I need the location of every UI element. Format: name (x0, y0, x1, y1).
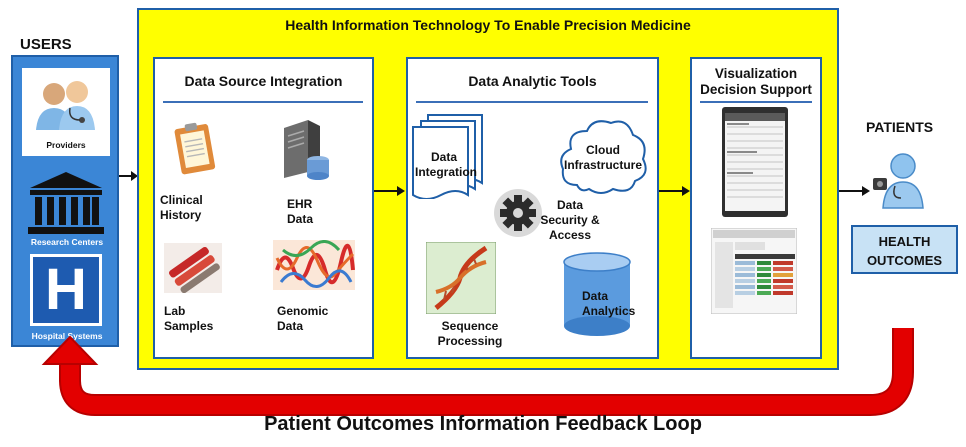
data-source-divider (163, 101, 363, 103)
desktop-dashboard-icon (711, 228, 797, 314)
arrow-users-to-main (119, 171, 138, 181)
visualization-line1: Visualization (714, 66, 798, 81)
data-source-section (153, 57, 374, 359)
clinical-history-label: Clinical History (160, 193, 203, 223)
data-integration-label: Data Integration (415, 150, 477, 180)
clipboard-icon (174, 122, 216, 175)
users-title: USERS (20, 36, 72, 53)
lab-tubes-icon (164, 243, 222, 293)
tablet-dashboard-icon (722, 107, 788, 217)
visualization-line2: Decision Support (700, 82, 812, 97)
data-source-title: Data Source Integration (184, 73, 343, 89)
genomic-line2: Data (277, 319, 304, 333)
clinical-line2: History (160, 208, 202, 222)
data-security-label: Data Security & Access (538, 198, 602, 243)
sequence-line1: Sequence (441, 319, 499, 333)
health-outcomes-box: HEALTH OUTCOMES (851, 225, 958, 274)
arrow-main-to-patients (839, 186, 870, 196)
cloud-line2: Infrastructure (563, 158, 643, 172)
gear-icon (494, 189, 542, 237)
lab-line1: Lab (164, 304, 186, 318)
sequence-processing-label: Sequence Processing (430, 319, 510, 349)
research-building-icon (28, 172, 104, 234)
lab-samples-label: Lab Samples (164, 304, 213, 334)
lab-line2: Samples (164, 319, 214, 333)
database-cylinder-icon (563, 252, 631, 336)
protein-structure-icon (273, 240, 355, 290)
users-panel: Providers Research Centers H Hospital Sy… (11, 55, 119, 347)
arrow-analytics-to-visualization (659, 186, 690, 196)
analytics-divider (416, 101, 648, 103)
cloud-icon (560, 120, 647, 194)
genomic-data-label: Genomic Data (277, 304, 328, 334)
arrow-source-to-analytics (374, 186, 405, 196)
ehr-line1: EHR (287, 197, 313, 211)
dna-icon (426, 242, 496, 314)
ehr-data-label: EHR Data (287, 197, 313, 227)
patients-title: PATIENTS (866, 119, 934, 135)
main-title: Health Information Technology To Enable … (285, 17, 691, 33)
integration-line2: Integration (415, 165, 477, 179)
ehr-line2: Data (287, 212, 314, 226)
cloud-line1: Cloud (586, 143, 620, 157)
outcomes-line2: OUTCOMES (866, 253, 943, 268)
analytics-line2: Analytics (582, 304, 636, 318)
cloud-infrastructure-label: Cloud Infrastructure (557, 143, 649, 173)
feedback-loop-label: Patient Outcomes Information Feedback Lo… (264, 413, 702, 435)
clinical-line1: Clinical (160, 193, 203, 207)
integration-line1: Data (430, 150, 457, 164)
visualization-title: Visualization Decision Support (690, 66, 822, 98)
outcomes-line1: HEALTH (878, 234, 931, 249)
providers-card: Providers (22, 68, 110, 156)
providers-icon (36, 81, 95, 130)
patient-doctor-icon (873, 153, 924, 209)
analytics-title: Data Analytic Tools (468, 73, 597, 89)
ehr-server-icon (284, 120, 329, 180)
security-line3: Access (548, 228, 592, 242)
document-stack-icon (412, 114, 483, 199)
data-analytics-label: Data Analytics (582, 289, 635, 319)
providers-label: Providers (46, 140, 86, 150)
analytics-line1: Data (582, 289, 609, 303)
sequence-line2: Processing (437, 334, 503, 348)
research-centers-label: Research Centers (30, 237, 104, 247)
visualization-divider (700, 101, 812, 103)
security-line2: Security & (540, 213, 600, 227)
hospital-h-icon: H (30, 254, 102, 326)
hospital-systems-label: Hospital Systems (31, 331, 103, 341)
genomic-line1: Genomic (277, 304, 329, 318)
security-line1: Data (556, 198, 583, 212)
